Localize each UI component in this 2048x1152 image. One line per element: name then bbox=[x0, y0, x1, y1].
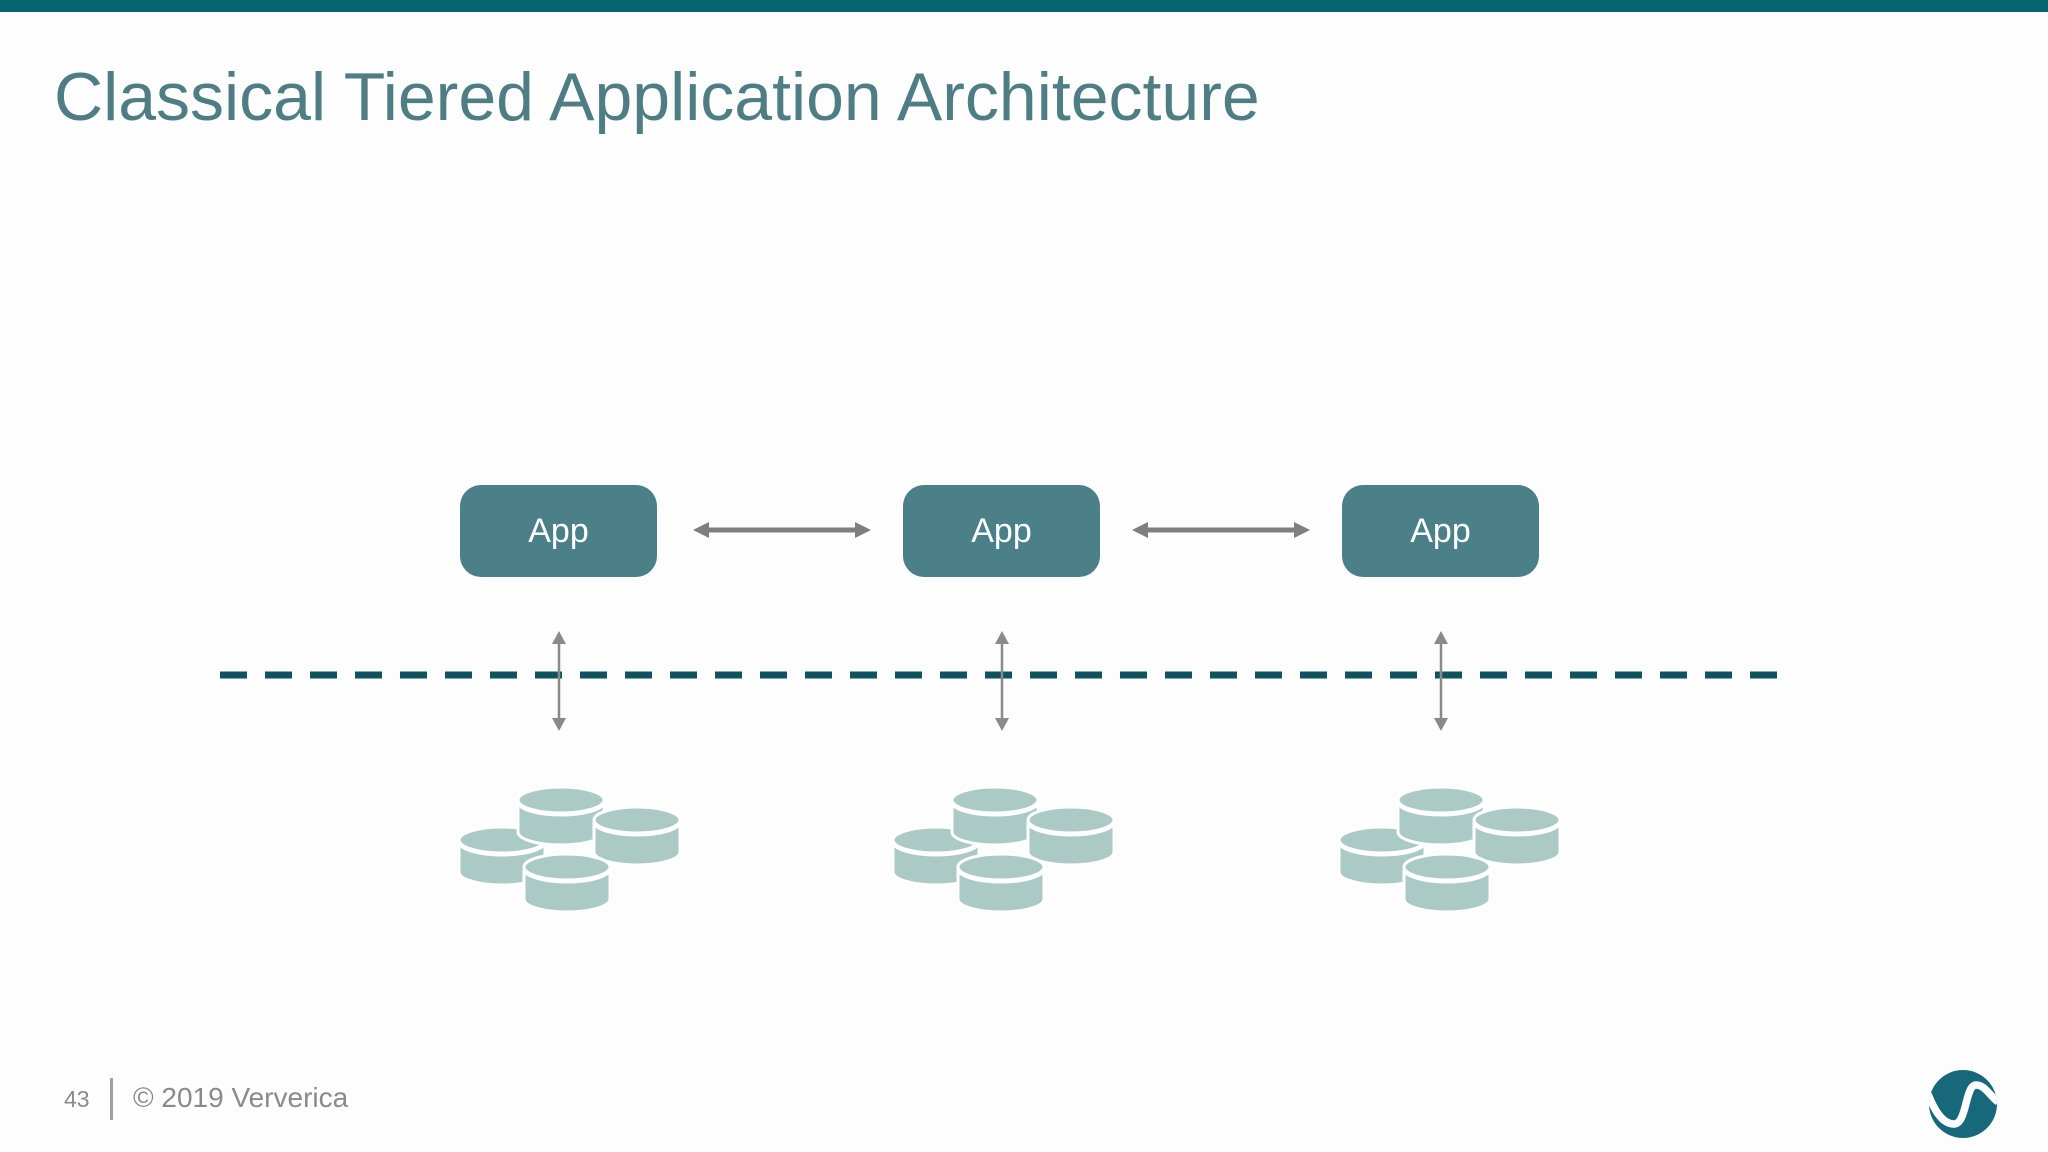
database-cylinder-icon bbox=[950, 786, 1040, 847]
page-number: 43 bbox=[64, 1086, 90, 1112]
database-cylinder-icon bbox=[956, 852, 1046, 914]
app-node-2: App bbox=[903, 485, 1100, 577]
database-cylinder-icon bbox=[1472, 805, 1562, 867]
app-node-1: App bbox=[460, 485, 657, 577]
app-node-label: App bbox=[528, 511, 589, 550]
ververica-logo-icon bbox=[1929, 1070, 1997, 1138]
database-cylinder-icon bbox=[522, 852, 612, 914]
bidirectional-arrow-icon bbox=[995, 631, 1009, 731]
bidirectional-arrow-icon bbox=[1434, 631, 1448, 731]
database-cluster-icon bbox=[892, 786, 1116, 914]
footer-divider bbox=[110, 1078, 113, 1120]
app-node-3: App bbox=[1342, 485, 1539, 577]
database-cylinder-icon bbox=[1026, 805, 1116, 867]
database-cluster-icon bbox=[1338, 786, 1562, 914]
bidirectional-arrow-icon bbox=[1132, 522, 1310, 538]
bidirectional-arrow-icon bbox=[693, 522, 871, 538]
database-cylinder-icon bbox=[516, 786, 606, 847]
database-cluster-icon bbox=[458, 786, 682, 914]
app-node-label: App bbox=[1410, 511, 1471, 550]
tier-boundary-dashed-line bbox=[220, 671, 1794, 679]
copyright-text: © 2019 Ververica bbox=[133, 1082, 349, 1113]
bidirectional-arrow-icon bbox=[552, 631, 566, 731]
app-node-label: App bbox=[971, 511, 1032, 550]
page-title: Classical Tiered Application Architectur… bbox=[54, 59, 1260, 135]
database-cylinder-icon bbox=[592, 805, 682, 867]
database-cylinder-icon bbox=[1402, 852, 1492, 914]
database-cylinder-icon bbox=[1396, 786, 1486, 847]
top-accent-bar bbox=[0, 0, 2048, 12]
